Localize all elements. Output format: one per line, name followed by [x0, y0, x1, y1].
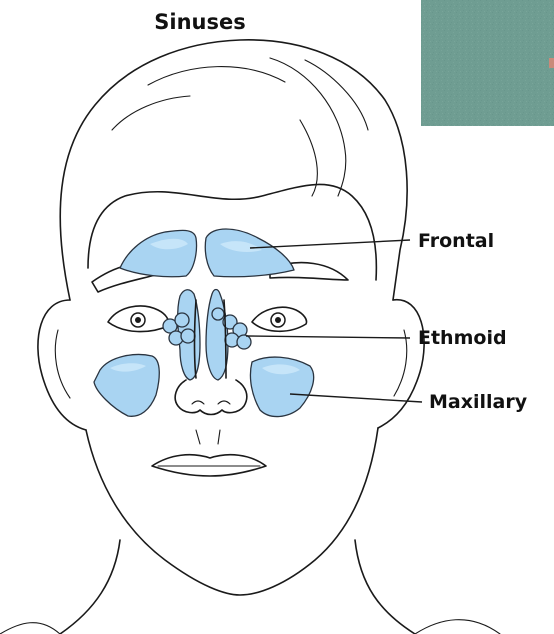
label-ethmoid: Ethmoid — [418, 327, 507, 349]
diagram-title: Sinuses — [154, 10, 245, 34]
frontal-sinus — [120, 229, 294, 277]
ethmoid-leader — [246, 336, 410, 338]
ethmoid-sinus — [163, 290, 251, 381]
maxillary-sinus — [94, 355, 314, 417]
maxillary-leader — [290, 394, 422, 402]
mouth — [152, 430, 266, 476]
inset-photo — [421, 0, 554, 126]
frontal-leader — [250, 240, 410, 248]
label-maxillary: Maxillary — [429, 391, 528, 413]
label-frontal: Frontal — [418, 230, 494, 252]
